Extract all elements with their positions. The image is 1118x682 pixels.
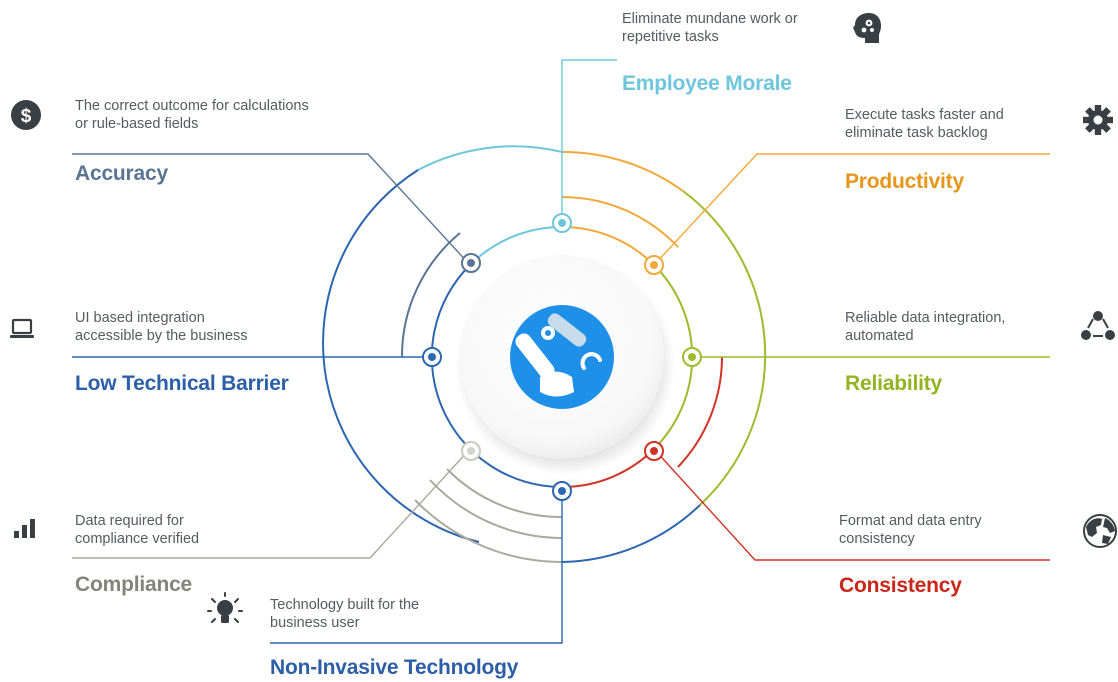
desc-accuracy: The correct outcome for calculations or …: [75, 98, 309, 132]
bar-chart-icon: [14, 519, 35, 538]
node-employee-morale: [552, 213, 572, 233]
desc-non-invasive: Technology built for the business user: [270, 597, 420, 631]
desc-low-technical-barrier: UI based integration accessible by the b…: [75, 310, 248, 344]
lightbulb-icon: [207, 592, 243, 623]
connector-employee-morale: [561, 59, 617, 223]
node-accuracy: [461, 253, 481, 273]
arc-outer-topleft: [417, 145, 563, 171]
arc-inner-topright: [561, 225, 655, 266]
title-non-invasive: Non-Invasive Technology: [270, 656, 519, 679]
arc-outer-bottomright: [561, 504, 701, 563]
arc-r181-bottom: [429, 479, 563, 539]
connector-accuracy: [72, 153, 471, 266]
title-productivity: Productivity: [845, 170, 964, 193]
brain-gears-icon: [853, 13, 881, 43]
connector-productivity: [653, 153, 1050, 266]
robot-arm-logo: [510, 305, 614, 409]
node-layer: [422, 213, 702, 501]
title-consistency: Consistency: [839, 574, 962, 597]
desc-productivity: Execute tasks faster and eliminate task …: [845, 107, 1004, 141]
node-compliance: [461, 441, 481, 461]
arc-r160-bottom: [446, 468, 563, 519]
arc-r160-topright: [561, 196, 679, 248]
arc-outer-topright: [561, 150, 684, 192]
dollar-icon: $: [11, 100, 41, 130]
title-compliance: Compliance: [75, 573, 193, 596]
connector-compliance: [72, 448, 471, 559]
title-reliability: Reliability: [845, 372, 942, 395]
node-low-barrier: [422, 347, 442, 367]
connector-consistency: [653, 448, 1050, 561]
network-icon: [1081, 311, 1115, 340]
arc-outer-left: [322, 169, 480, 543]
connector-layer: [72, 59, 1050, 644]
laptop-icon: [10, 318, 34, 338]
arc-layer: [322, 145, 767, 564]
globe-icon: [1083, 514, 1117, 548]
desc-consistency: Format and data entry consistency: [839, 513, 982, 547]
arc-r160-left: [400, 232, 461, 358]
arc-r160-right: [677, 356, 723, 468]
hub: [455, 255, 675, 475]
title-employee-morale: Employee Morale: [622, 72, 792, 95]
arc-outer-right: [682, 190, 767, 506]
gear-icon: [1083, 105, 1113, 135]
node-consistency: [644, 441, 664, 461]
node-non-invasive: [552, 481, 572, 501]
desc-compliance: Data required for compliance verified: [75, 513, 200, 547]
title-low-technical-barrier: Low Technical Barrier: [75, 372, 289, 395]
desc-reliability: Reliable data integration, automated: [845, 310, 1006, 344]
arc-outer-bottom: [414, 499, 563, 564]
desc-employee-morale: Eliminate mundane work or repetitive tas…: [622, 11, 798, 45]
arc-inner-left: [430, 264, 563, 488]
node-reliability: [682, 347, 702, 367]
node-productivity: [644, 255, 664, 275]
title-accuracy: Accuracy: [75, 162, 168, 185]
svg-text:$: $: [21, 106, 32, 127]
connector-non-invasive: [270, 491, 563, 644]
